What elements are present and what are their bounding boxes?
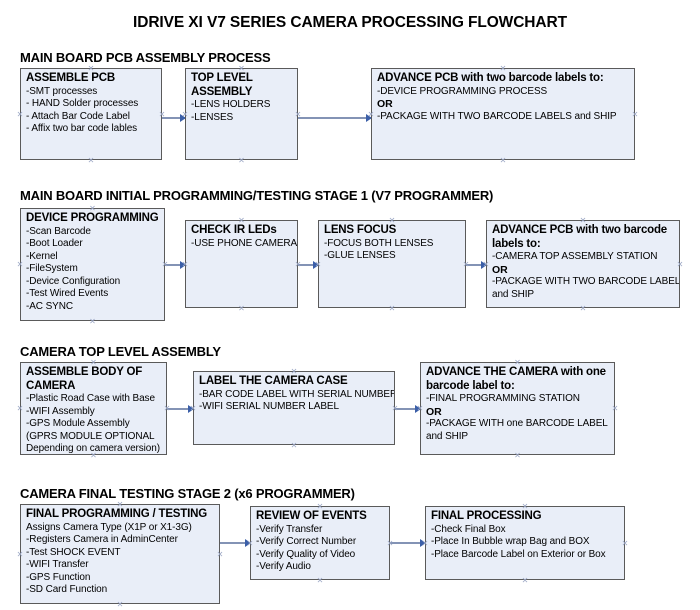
node-advance-pcb-to-camera-top-assembly[interactable]: ADVANCE PCB with two barcode labels to: … (486, 220, 680, 308)
node-line: - Attach Bar Code Label (26, 110, 130, 122)
node-line: -Check Final Box (431, 523, 506, 535)
node-line: -Test Wired Events (26, 288, 109, 300)
node-line: -CAMERA TOP ASSEMBLY STATION (492, 251, 658, 262)
node-line: -LENSES (191, 111, 234, 123)
node-line: -Test SHOCK EVENT (26, 546, 121, 558)
node-title: LABEL THE CAMERA CASE (199, 375, 348, 387)
node-line: -SMT processes (26, 85, 98, 97)
connector-check-ir-leds-to-lens-focus (298, 261, 319, 269)
node-line: -Boot Loader (26, 238, 83, 250)
node-line: -USE PHONE CAMERA (191, 237, 298, 249)
node-title: DEVICE PROGRAMMING (26, 212, 159, 224)
node-final-processing[interactable]: FINAL PROCESSING -Check Final Box -Place… (425, 506, 625, 580)
node-top-level-assembly[interactable]: TOP LEVEL ASSEMBLY -LENS HOLDERS -LENSES (185, 68, 298, 160)
node-title: ADVANCE THE CAMERA with one barcode labe… (426, 366, 606, 392)
node-line: -WIFI SERIAL NUMBER LABEL (199, 401, 339, 413)
node-label-the-camera-case[interactable]: LABEL THE CAMERA CASE -BAR CODE LABEL WI… (193, 371, 395, 445)
node-advance-pcb-two-barcode-labels[interactable]: ADVANCE PCB with two barcode labels to: … (371, 68, 635, 160)
node-line: -AC SYNC (26, 301, 73, 313)
node-line: Assigns Camera Type (X1P or X1-3G) (26, 521, 192, 533)
connector-assemble-body-to-label-camera-case (167, 405, 194, 413)
node-line: (GPRS MODULE OPTIONAL (26, 430, 155, 442)
node-title: LENS FOCUS (324, 224, 397, 236)
node-line: -LENS HOLDERS (191, 99, 271, 110)
section-heading-main-board-initial-programming-testing-stage-1: MAIN BOARD INITIAL PROGRAMMING/TESTING S… (20, 188, 494, 203)
connector-top-level-assembly-to-advance-pcb (298, 114, 372, 122)
node-line: -Device Configuration (26, 275, 121, 287)
node-line: -Registers Camera in AdminCenter (26, 534, 178, 546)
node-title: ADVANCE PCB with two barcode labels to: (492, 224, 668, 250)
node-title: ASSEMBLE BODY OF CAMERA (26, 366, 143, 392)
node-line: -PACKAGE WITH TWO BARCODE LABELS (492, 276, 680, 288)
node-line: - HAND Solder processes (26, 98, 139, 110)
node-device-programming[interactable]: DEVICE PROGRAMMING -Scan Barcode -Boot L… (20, 208, 165, 321)
section-heading-camera-final-testing-stage-2: CAMERA FINAL TESTING STAGE 2 (x6 PROGRAM… (20, 486, 355, 501)
node-line: -Place Barcode Label on Exterior or Box (431, 548, 606, 560)
node-final-programming-testing[interactable]: FINAL PROGRAMMING / TESTING Assigns Came… (20, 504, 220, 604)
node-assemble-body-of-camera[interactable]: ASSEMBLE BODY OF CAMERA -Plastic Road Ca… (20, 362, 167, 455)
node-title: CHECK IR LEDs (191, 224, 277, 236)
node-advance-the-camera-one-barcode-label[interactable]: ADVANCE THE CAMERA with one barcode labe… (420, 362, 615, 455)
node-line: and SHIP (492, 288, 535, 300)
connector-lens-focus-to-advance-pcb (466, 261, 487, 269)
node-line: -SD Card Function (26, 584, 108, 596)
node-line: OR (426, 405, 442, 418)
node-title: TOP LEVEL ASSEMBLY (191, 72, 253, 98)
node-lens-focus[interactable]: LENS FOCUS -FOCUS BOTH LENSES -GLUE LENS… (318, 220, 466, 308)
node-title: ASSEMBLE PCB (26, 72, 115, 84)
node-line: -Verify Correct Number (256, 536, 357, 548)
node-check-ir-leds[interactable]: CHECK IR LEDs -USE PHONE CAMERA (185, 220, 298, 308)
connector-device-programming-to-check-ir-leds (165, 261, 186, 269)
connector-review-of-events-to-final-processing (390, 539, 426, 547)
node-line: -PACKAGE WITH one BARCODE LABEL (426, 418, 608, 430)
node-title: FINAL PROCESSING (431, 510, 542, 522)
node-line: -GLUE LENSES (324, 250, 396, 262)
node-assemble-pcb[interactable]: ASSEMBLE PCB -SMT processes - HAND Solde… (20, 68, 162, 160)
section-heading-main-board-pcb-assembly-process: MAIN BOARD PCB ASSEMBLY PROCESS (20, 50, 271, 65)
node-line: -BAR CODE LABEL WITH SERIAL NUMBER (199, 388, 395, 400)
node-title: ADVANCE PCB with two barcode labels to: (377, 72, 604, 84)
node-line: -GPS Function (26, 571, 91, 583)
node-line: -FINAL PROGRAMMING STATION (426, 393, 580, 404)
node-line: OR (492, 263, 508, 276)
node-review-of-events[interactable]: REVIEW OF EVENTS -Verify Transfer -Verif… (250, 506, 390, 580)
connector-assemble-pcb-to-top-level-assembly (162, 114, 186, 122)
node-line: -Place In Bubble wrap Bag and BOX (431, 536, 590, 548)
node-line: -Verify Transfer (256, 523, 323, 535)
node-line: -FOCUS BOTH LENSES (324, 237, 434, 249)
section-heading-camera-top-level-assembly: CAMERA TOP LEVEL ASSEMBLY (20, 344, 221, 359)
node-line: -Verify Quality of Video (256, 548, 356, 560)
node-line: -GPS Module Assembly (26, 418, 130, 430)
node-line: -WIFI Transfer (26, 559, 89, 571)
connector-label-camera-case-to-advance-camera (395, 405, 421, 413)
node-line: -DEVICE PROGRAMMING PROCESS (377, 85, 548, 97)
node-line: -Verify Audio (256, 561, 311, 573)
node-line: and SHIP (426, 430, 469, 442)
node-title: REVIEW OF EVENTS (256, 510, 367, 522)
node-line: -Scan Barcode (26, 225, 91, 237)
node-line: -WIFI Assembly (26, 405, 95, 417)
page-title: IDRIVE XI V7 SERIES CAMERA PROCESSING FL… (133, 14, 567, 31)
node-line: Depending on camera version) (26, 443, 160, 455)
connector-final-programming-to-review-of-events (220, 539, 251, 547)
node-line: - Affix two bar code lables (26, 123, 138, 135)
node-line: OR (377, 98, 393, 111)
node-line: -Plastic Road Case with Base (26, 393, 155, 404)
node-line: -Kernel (26, 250, 58, 262)
node-title: FINAL PROGRAMMING / TESTING (26, 508, 207, 520)
node-line: -FileSystem (26, 263, 78, 275)
node-line: -PACKAGE WITH TWO BARCODE LABELS and SHI… (377, 110, 617, 122)
